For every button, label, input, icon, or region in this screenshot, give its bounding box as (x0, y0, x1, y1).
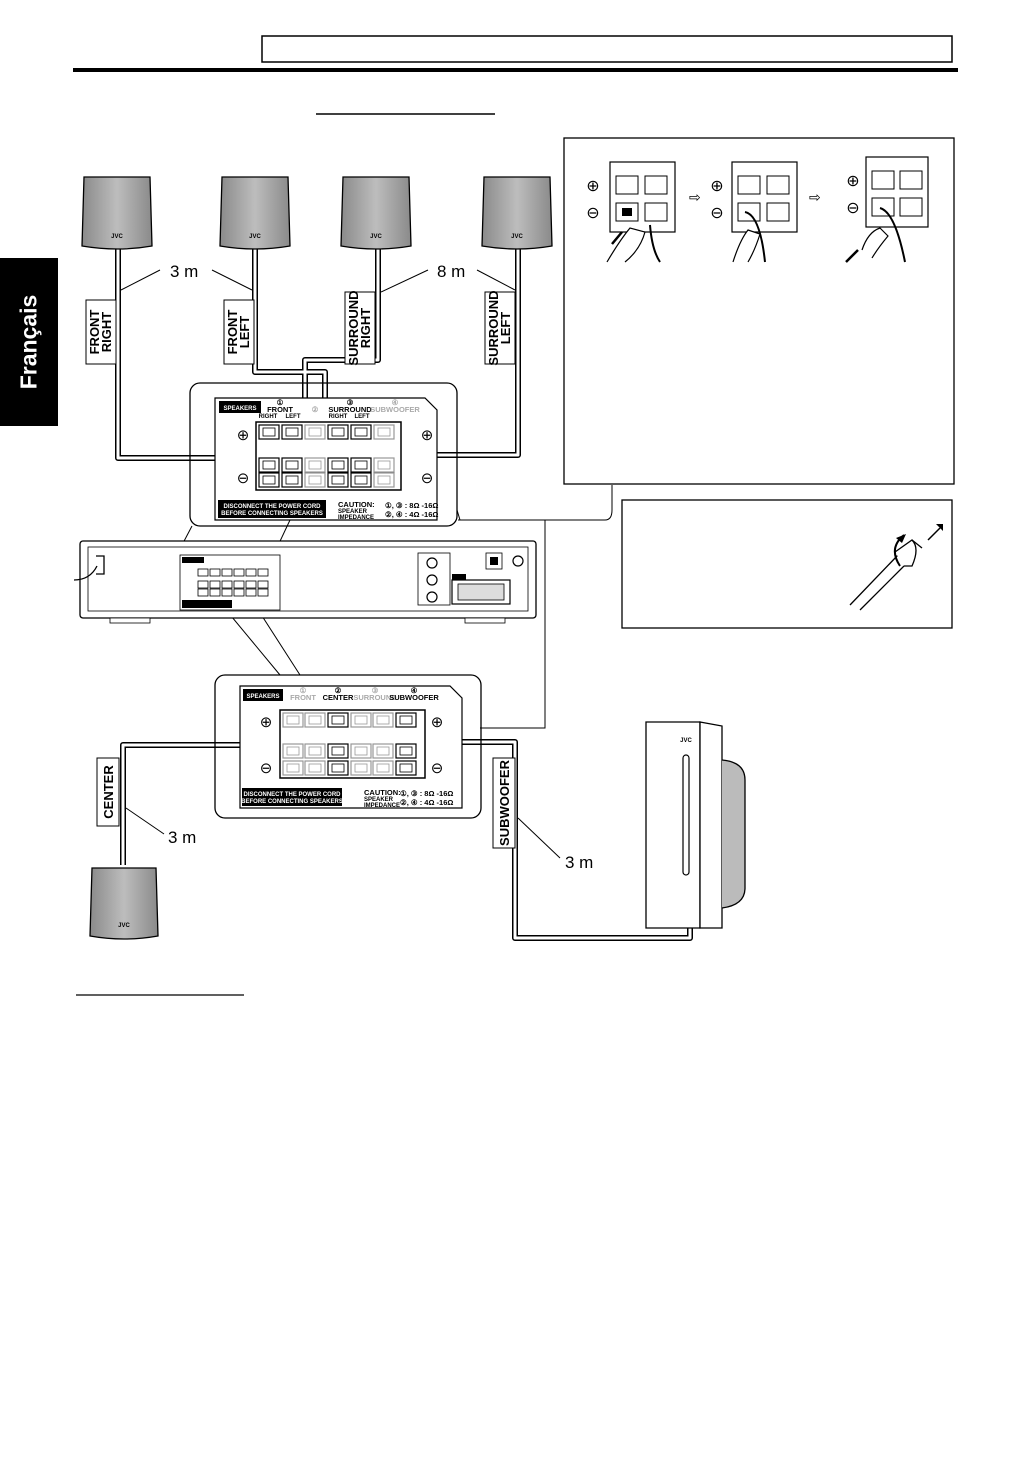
svg-text:RIGHT: RIGHT (329, 414, 348, 420)
speaker-front-left: JVC (219, 176, 291, 250)
svg-text:CAUTION:: CAUTION: (364, 788, 401, 797)
language-tab: Français (0, 258, 58, 426)
svg-text:JVC: JVC (118, 923, 130, 929)
svg-text:④: ④ (392, 398, 399, 407)
svg-text:①: ① (300, 686, 307, 695)
label-front-left: FRONT LEFT (223, 299, 255, 365)
distance-surround: 8 m (437, 262, 465, 281)
svg-text:IMPEDANCE: IMPEDANCE (338, 515, 374, 521)
svg-text:SPEAKERS: SPEAKERS (223, 406, 256, 412)
svg-text:⊖: ⊖ (710, 205, 723, 222)
svg-text:SURROUND: SURROUND (328, 405, 372, 414)
svg-text:CAUTION:: CAUTION: (338, 500, 375, 509)
distance-front: 3 m (170, 262, 198, 281)
svg-text:FRONT: FRONT (290, 693, 316, 702)
svg-text:⊖: ⊖ (260, 760, 273, 777)
svg-text:⊖: ⊖ (237, 470, 250, 487)
svg-text:SURROUND: SURROUND (353, 693, 397, 702)
main-unit-rear-panel (73, 540, 537, 624)
svg-text:DISCONNECT THE POWER CORD: DISCONNECT THE POWER CORD (243, 792, 341, 798)
svg-text:SUBWOOFER: SUBWOOFER (370, 405, 420, 414)
label-surround-right: SURROUND RIGHT (344, 290, 376, 366)
svg-text:①, ③ : 8Ω -16Ω: ①, ③ : 8Ω -16Ω (385, 501, 438, 510)
svg-text:⊖: ⊖ (431, 760, 444, 777)
header-box (261, 35, 953, 63)
svg-text:CENTER: CENTER (101, 765, 116, 819)
svg-text:⊖: ⊖ (421, 470, 434, 487)
svg-text:⇨: ⇨ (689, 189, 701, 205)
brand-logo: JVC (511, 234, 523, 240)
inset-twist-wire (621, 499, 953, 629)
svg-text:①, ③ : 8Ω -16Ω: ①, ③ : 8Ω -16Ω (400, 789, 453, 798)
svg-text:⊕: ⊕ (431, 714, 444, 731)
svg-text:⇨: ⇨ (809, 189, 821, 205)
distance-subwoofer: 3 m (565, 853, 593, 872)
svg-text:SUBWOOFER: SUBWOOFER (389, 693, 439, 702)
inset-connection-steps: ⊕ ⊖ ⇨ ⊕ ⊖ ⇨ ⊕ ⊖ (563, 137, 955, 485)
svg-text:BEFORE CONNECTING SPEAKERS: BEFORE CONNECTING SPEAKERS (241, 799, 343, 805)
brand-logo: JVC (370, 234, 382, 240)
svg-text:FRONT: FRONT (267, 405, 293, 414)
speaker-front-right: JVC (81, 176, 153, 250)
svg-text:LEFT: LEFT (286, 414, 301, 420)
svg-text:LEFT: LEFT (498, 312, 513, 345)
brand-logo: JVC (249, 234, 261, 240)
label-subwoofer: SUBWOOFER (492, 757, 516, 849)
svg-text:①: ① (277, 398, 284, 407)
svg-text:LEFT: LEFT (355, 414, 370, 420)
svg-text:FRONT: FRONT (87, 310, 102, 355)
svg-text:RIGHT: RIGHT (99, 312, 114, 353)
terminal-panel-center-subwoofer: SPEAKERS ① FRONT ② CENTER ③ SURROUND ④ S… (214, 674, 482, 819)
svg-text:RIGHT: RIGHT (358, 308, 373, 349)
svg-text:CENTER: CENTER (323, 693, 354, 702)
svg-text:SURROUND: SURROUND (486, 290, 501, 365)
speaker-surround-right: JVC (340, 176, 412, 250)
svg-text:RIGHT: RIGHT (259, 414, 278, 420)
label-surround-left: SURROUND LEFT (484, 290, 516, 366)
svg-text:LEFT: LEFT (237, 316, 252, 349)
svg-text:IMPEDANCE: IMPEDANCE (364, 803, 400, 809)
svg-text:DISCONNECT THE POWER CORD: DISCONNECT THE POWER CORD (223, 504, 321, 510)
svg-text:⊖: ⊖ (846, 200, 859, 217)
terminal-panel-front-surround: SPEAKERS ① FRONT RIGHT LEFT ② ③ SURROUND… (189, 382, 458, 527)
svg-text:⊕: ⊕ (260, 714, 273, 731)
svg-text:③: ③ (372, 686, 379, 695)
brand-logo: JVC (111, 234, 123, 240)
subwoofer: JVC (645, 721, 746, 929)
svg-text:③: ③ (347, 398, 354, 407)
svg-text:②, ④ : 4Ω -16Ω: ②, ④ : 4Ω -16Ω (400, 798, 453, 807)
svg-text:JVC: JVC (680, 738, 692, 744)
speaker-center: JVC (89, 867, 159, 940)
svg-text:⊕: ⊕ (421, 427, 434, 444)
step-3-figure: ⊕ ⊖ (845, 156, 929, 263)
speaker-surround-left: JVC (481, 176, 553, 250)
header-rule (73, 68, 958, 72)
svg-text:⊕: ⊕ (586, 178, 599, 195)
svg-text:SPEAKERS: SPEAKERS (246, 694, 279, 700)
svg-text:SUBWOOFER: SUBWOOFER (497, 759, 512, 846)
svg-text:BEFORE CONNECTING SPEAKERS: BEFORE CONNECTING SPEAKERS (221, 511, 323, 517)
svg-text:②: ② (335, 686, 342, 695)
svg-text:⊕: ⊕ (237, 427, 250, 444)
svg-text:⊕: ⊕ (710, 178, 723, 195)
distance-center: 3 m (168, 828, 196, 847)
svg-text:⊕: ⊕ (846, 173, 859, 190)
svg-text:SURROUND: SURROUND (346, 290, 361, 365)
svg-text:④: ④ (411, 686, 418, 695)
svg-text:SPEAKER: SPEAKER (338, 509, 368, 515)
label-front-right: FRONT RIGHT (85, 299, 117, 365)
svg-text:FRONT: FRONT (225, 310, 240, 355)
svg-text:SPEAKER: SPEAKER (364, 797, 394, 803)
svg-text:②: ② (312, 405, 319, 414)
step-1-figure: ⊕ ⊖ (586, 161, 676, 263)
svg-text:②, ④ : 4Ω -16Ω: ②, ④ : 4Ω -16Ω (385, 510, 438, 519)
label-center: CENTER (96, 757, 120, 827)
svg-text:⊖: ⊖ (586, 205, 599, 222)
step-2-figure: ⊕ ⊖ (710, 161, 798, 263)
